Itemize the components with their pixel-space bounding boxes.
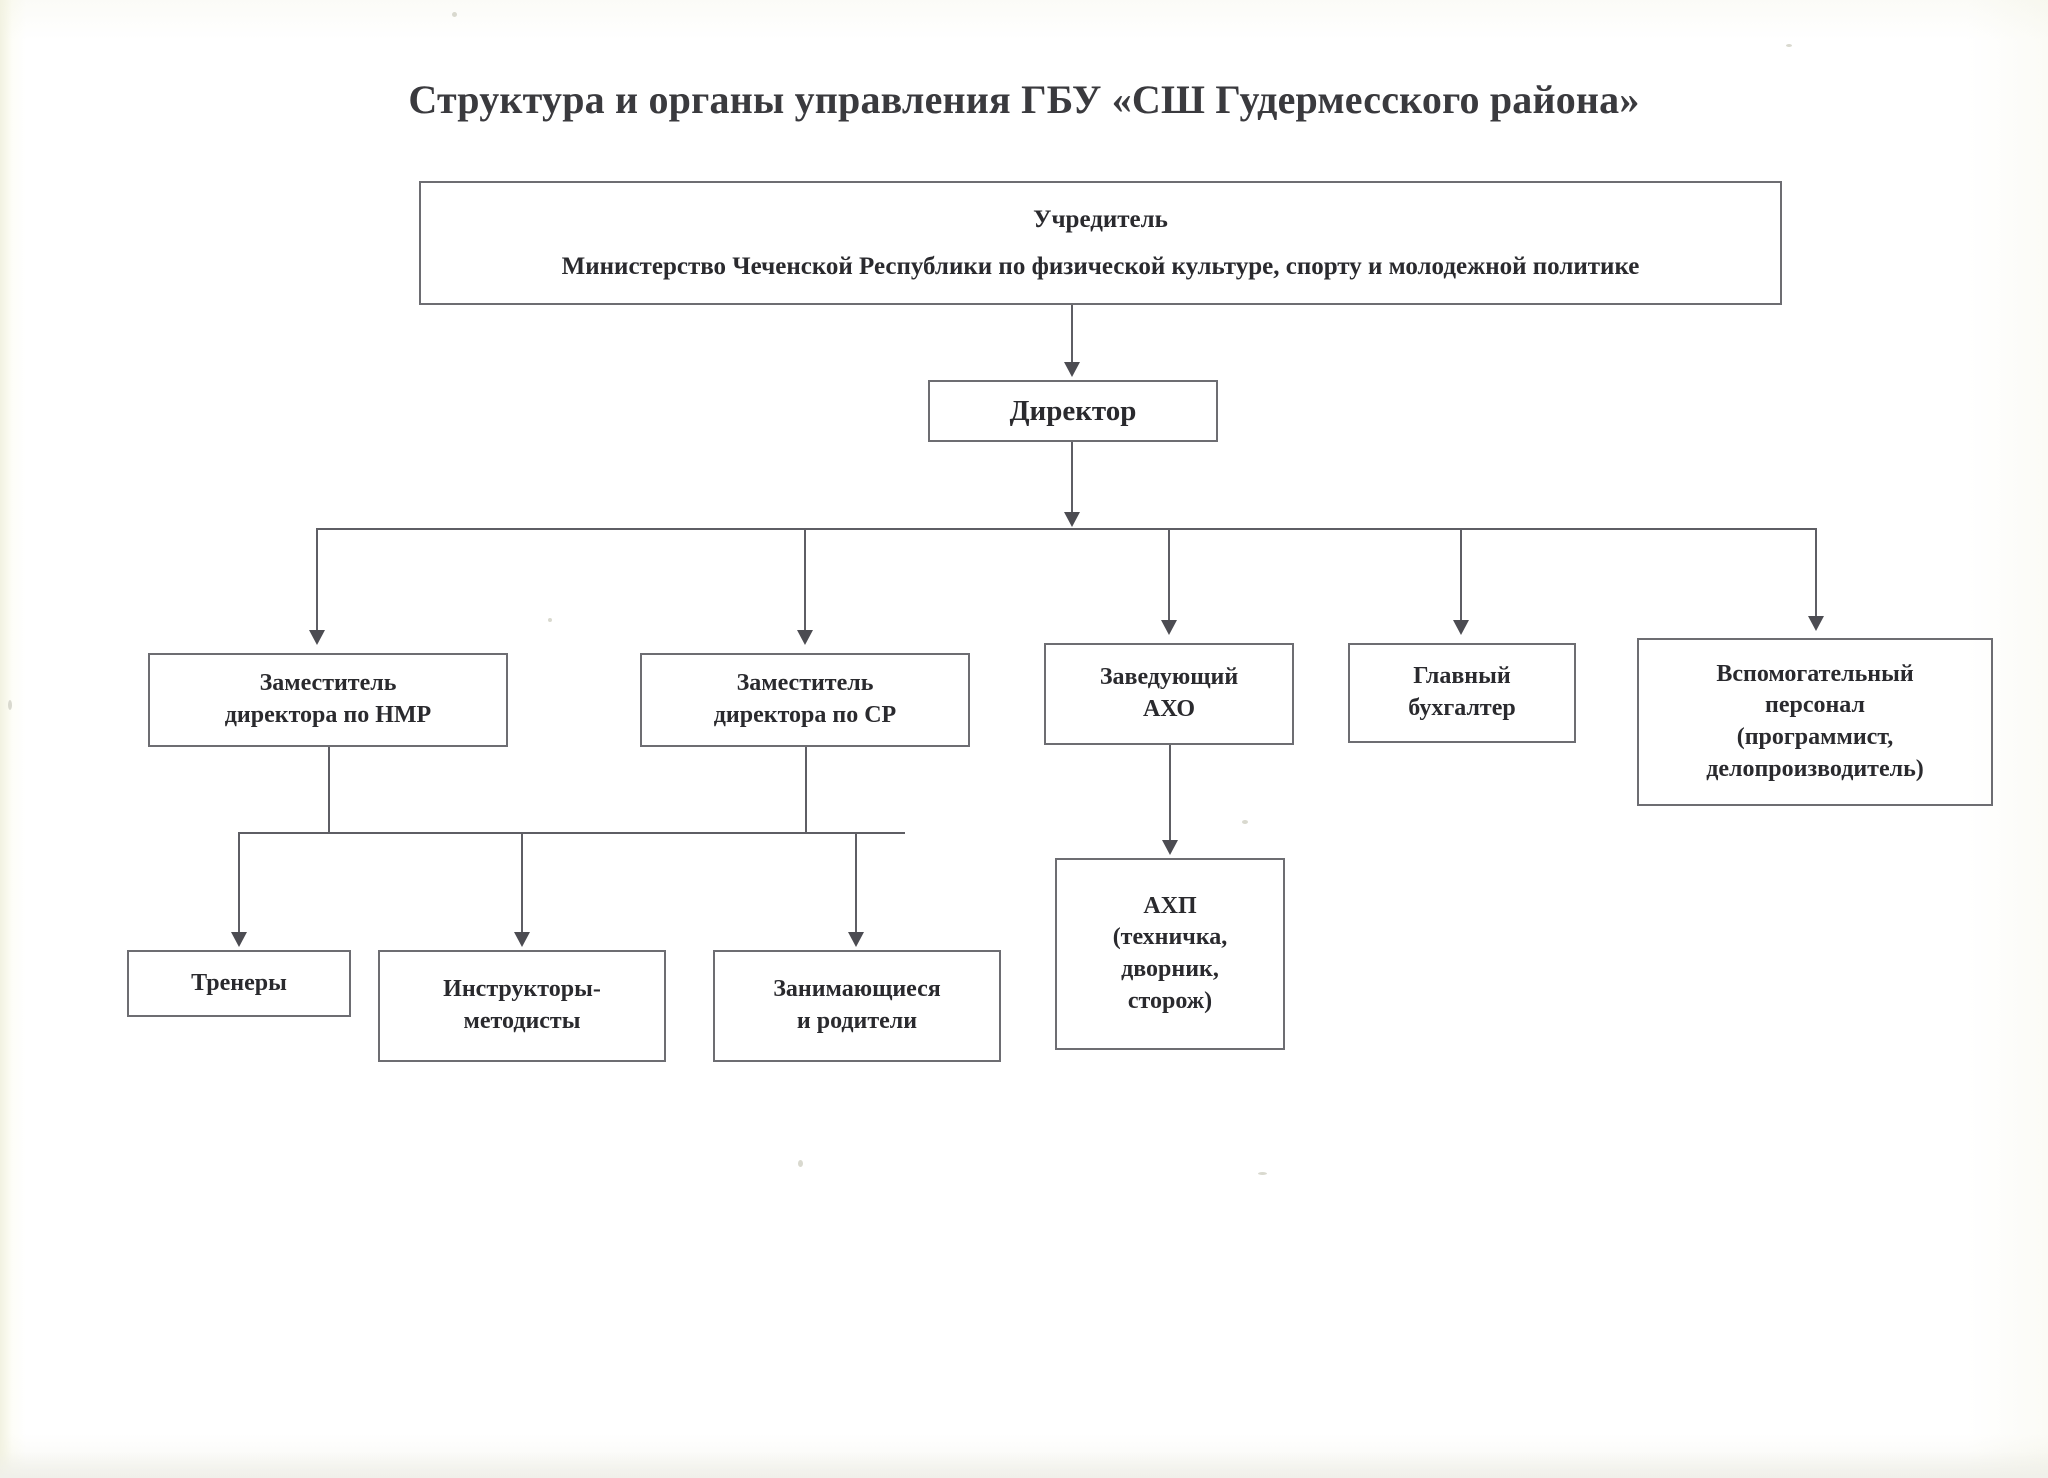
connector-deputy-nmr-down <box>328 747 330 833</box>
scan-edge-bottom <box>0 1452 2048 1478</box>
scan-speck <box>452 12 457 17</box>
node-chief-accountant[interactable]: Главный бухгалтер <box>1348 643 1576 743</box>
node-director-label: Директор <box>1009 394 1137 427</box>
node-support-label-line-3: (программист, <box>1736 724 1894 750</box>
node-deputy-director-nmr[interactable]: Заместитель директора по НМР <box>148 653 508 747</box>
arrowhead-founder-to-director <box>1064 362 1080 377</box>
node-ahp-label-line-1: АХП <box>1143 892 1197 919</box>
connector-bus-level3 <box>316 528 1816 530</box>
node-ahp-label-line-4: сторож) <box>1127 987 1213 1014</box>
scan-edge-left <box>0 0 12 1478</box>
connector-bus-to-support <box>1815 528 1817 618</box>
scan-speck <box>548 618 552 622</box>
node-aho-label-line-2: АХО <box>1142 696 1196 722</box>
scan-speck <box>798 1160 803 1167</box>
arrowhead-aho <box>1161 620 1177 635</box>
node-students-label-line-1: Занимающиеся <box>773 976 941 1003</box>
node-founder[interactable]: Учредитель Министерство Чеченской Респуб… <box>419 181 1782 305</box>
node-support-label-line-4: делопроизводитель) <box>1706 755 1924 782</box>
node-instructors-label-line-2: методисты <box>463 1008 581 1034</box>
node-support-label-line-2: персонал <box>1765 692 1865 719</box>
arrowhead-director-to-bus <box>1064 512 1080 527</box>
node-deputy-sr-label-line-1: Заместитель <box>736 670 874 697</box>
scan-speck <box>1786 44 1792 47</box>
node-students-and-parents[interactable]: Занимающиеся и родители <box>713 950 1001 1062</box>
node-instructors-label-line-1: Инструкторы- <box>443 976 601 1003</box>
node-accountant-label-line-1: Главный <box>1413 663 1511 690</box>
connector-bus-to-instructors <box>521 832 523 936</box>
node-ahp-label-line-3: дворник, <box>1121 956 1219 982</box>
node-deputy-nmr-label-line-1: Заместитель <box>259 670 397 697</box>
arrowhead-trainers <box>231 932 247 947</box>
node-deputy-director-sr[interactable]: Заместитель директора по СР <box>640 653 970 747</box>
node-accountant-label-line-2: бухгалтер <box>1408 695 1516 721</box>
node-aho-label-line-1: Заведующий <box>1099 664 1239 691</box>
connector-bus-to-deputy-nmr <box>316 528 318 632</box>
arrowhead-support <box>1808 616 1824 631</box>
scan-speck <box>1242 820 1248 824</box>
connector-bus-level4 <box>238 832 905 834</box>
node-founder-label-line-2: Министерство Чеченской Республики по физ… <box>561 253 1640 280</box>
connector-director-to-bus <box>1071 442 1073 514</box>
connector-bus-to-trainers <box>238 832 240 936</box>
connector-bus-to-accountant <box>1460 528 1462 622</box>
arrowhead-students <box>848 932 864 947</box>
node-trainers-label: Тренеры <box>191 969 287 996</box>
node-ahp-label-line-2: (техничка, <box>1112 924 1228 951</box>
node-support-personnel[interactable]: Вспомогательный персонал (программист, д… <box>1637 638 1993 806</box>
arrowhead-deputy-sr <box>797 630 813 645</box>
node-instructors-methodologists[interactable]: Инструкторы- методисты <box>378 950 666 1062</box>
node-ahp[interactable]: АХП (техничка, дворник, сторож) <box>1055 858 1285 1050</box>
arrowhead-deputy-nmr <box>309 630 325 645</box>
connector-bus-to-deputy-sr <box>804 528 806 632</box>
connector-deputy-sr-down <box>805 747 807 833</box>
node-students-label-line-2: и родители <box>796 1008 918 1034</box>
node-deputy-nmr-label-line-2: директора по НМР <box>224 702 432 728</box>
node-support-label-line-1: Вспомогательный <box>1716 660 1914 687</box>
node-director[interactable]: Директор <box>928 380 1218 442</box>
page-title: Структура и органы управления ГБУ «СШ Гу… <box>408 77 1640 122</box>
connector-aho-to-ahp <box>1169 745 1171 843</box>
node-head-of-aho[interactable]: Заведующий АХО <box>1044 643 1294 745</box>
node-founder-label-line-1: Учредитель <box>1033 206 1168 233</box>
arrowhead-accountant <box>1453 620 1469 635</box>
connector-founder-to-director <box>1071 305 1073 363</box>
scan-speck <box>1258 1172 1267 1175</box>
node-deputy-sr-label-line-2: директора по СР <box>713 702 897 728</box>
scan-speck <box>8 700 12 710</box>
connector-bus-to-aho <box>1168 528 1170 622</box>
node-trainers[interactable]: Тренеры <box>127 950 351 1017</box>
arrowhead-ahp <box>1162 840 1178 855</box>
connector-bus-to-students <box>855 832 857 936</box>
arrowhead-instructors <box>514 932 530 947</box>
